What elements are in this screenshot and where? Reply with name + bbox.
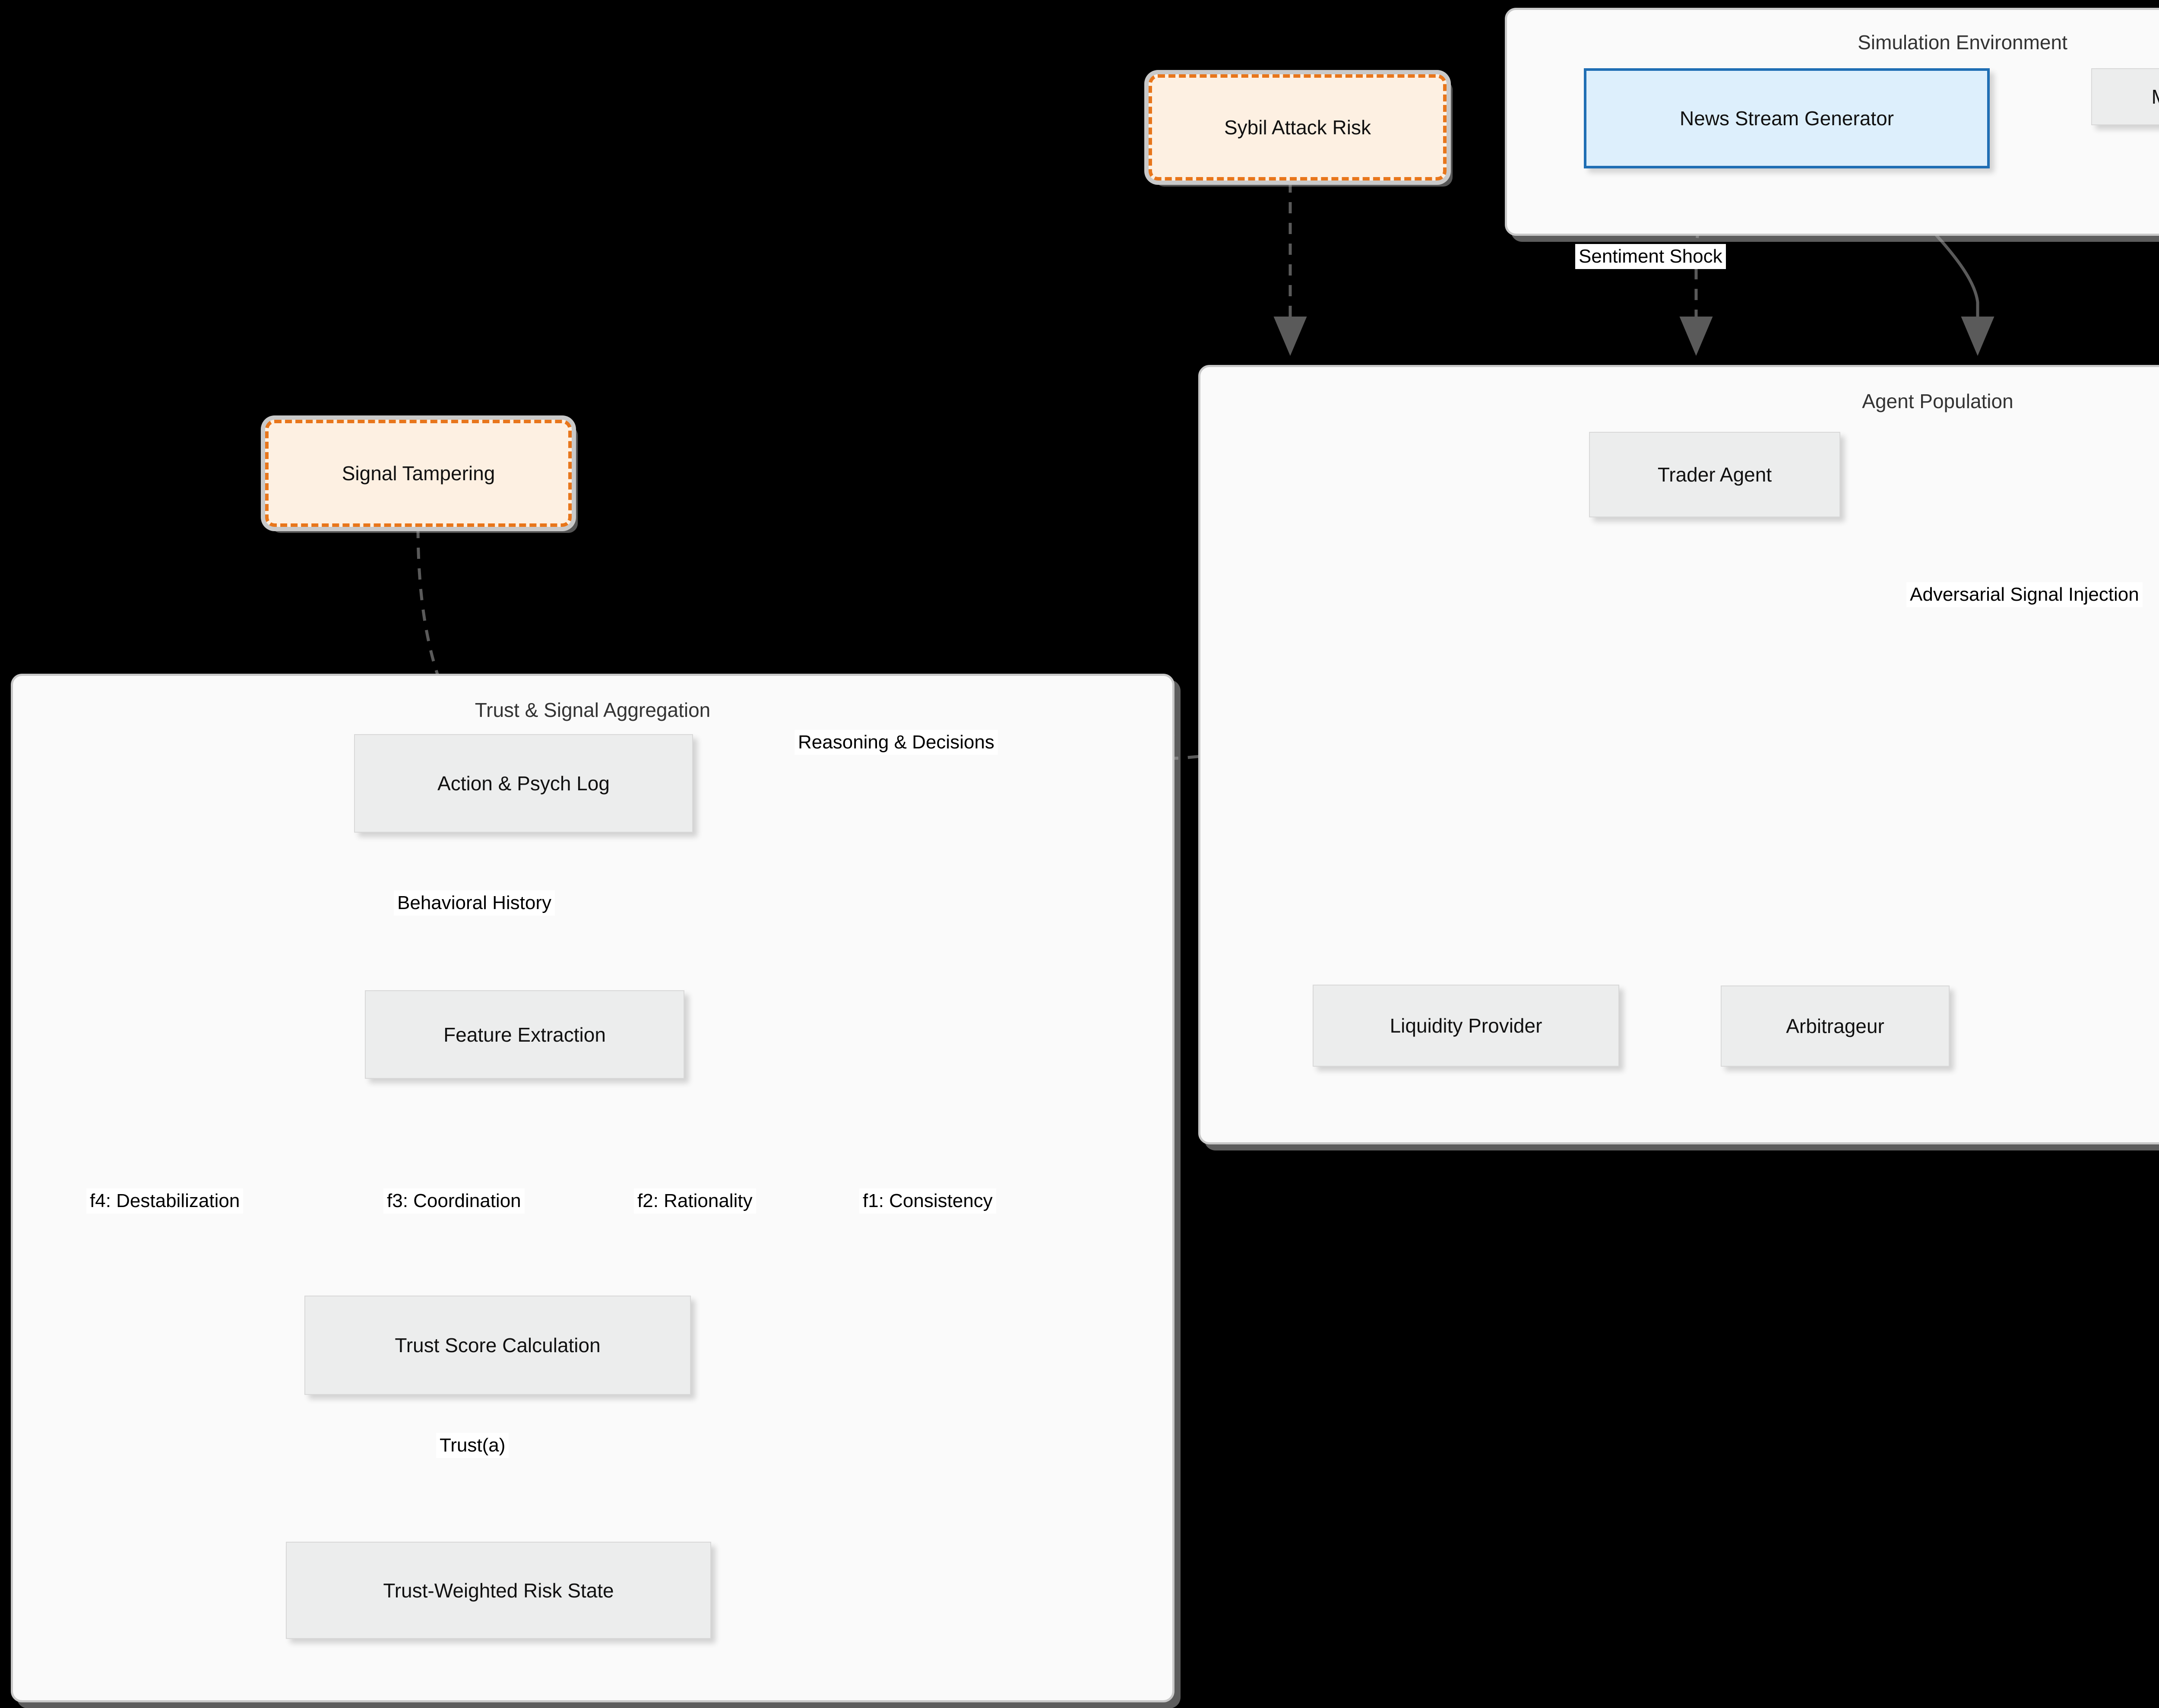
node-news-stream-generator[interactable]: News Stream Generator: [1584, 68, 1990, 168]
node-label-sybil-attack-risk: Sybil Attack Risk: [1224, 116, 1371, 139]
edge-label-f1-consistency: f1: Consistency: [859, 1188, 996, 1214]
node-market-state[interactable]: Market State: [2091, 68, 2159, 125]
node-label-liquidity-provider: Liquidity Provider: [1390, 1014, 1542, 1037]
node-label-feature-extraction: Feature Extraction: [443, 1023, 606, 1046]
node-feature-extraction[interactable]: Feature Extraction: [365, 990, 684, 1079]
node-label-trust-score-calculation: Trust Score Calculation: [395, 1334, 601, 1356]
node-signal-tampering[interactable]: Signal Tampering: [265, 420, 572, 527]
node-trust-score-calculation[interactable]: Trust Score Calculation: [304, 1296, 691, 1395]
cluster-title-simulation-environment: Simulation Environment: [1858, 31, 2067, 54]
edge-label-f3-coordination: f3: Coordination: [383, 1188, 525, 1214]
edge-label-f2-rationality: f2: Rationality: [634, 1188, 756, 1214]
edge-label-trust-a: Trust(a): [436, 1433, 509, 1458]
edge-label-behavioral-history: Behavioral History: [394, 890, 555, 916]
node-arbitrageur[interactable]: Arbitrageur: [1721, 986, 1950, 1067]
node-label-market-state: Market State: [2152, 85, 2159, 108]
cluster-title-trust-signal-aggregation: Trust & Signal Aggregation: [475, 699, 711, 721]
node-label-arbitrageur: Arbitrageur: [1786, 1015, 1884, 1037]
node-label-trust-weighted-risk-state: Trust-Weighted Risk State: [383, 1579, 614, 1602]
edge-label-f4-destabilization: f4: Destabilization: [86, 1188, 244, 1214]
node-label-action-psych-log: Action & Psych Log: [437, 772, 610, 795]
edge-label-adversarial-signal-injection: Adversarial Signal Injection: [1906, 582, 2143, 608]
edge-label-sentiment-shock: Sentiment Shock: [1575, 244, 1726, 269]
node-sybil-attack-risk[interactable]: Sybil Attack Risk: [1149, 74, 1447, 181]
node-label-signal-tampering: Signal Tampering: [342, 462, 495, 485]
node-trader-agent[interactable]: Trader Agent: [1589, 432, 1840, 517]
node-label-trader-agent: Trader Agent: [1657, 463, 1772, 486]
node-label-news-stream-generator: News Stream Generator: [1680, 107, 1894, 130]
cluster-trust-signal-aggregation: Trust & Signal Aggregation: [11, 674, 1174, 1702]
cluster-title-agent-population: Agent Population: [1862, 390, 2013, 412]
edge-label-reasoning-decisions: Reasoning & Decisions: [795, 730, 998, 755]
node-liquidity-provider[interactable]: Liquidity Provider: [1313, 985, 1619, 1067]
node-trust-weighted-risk-state[interactable]: Trust-Weighted Risk State: [286, 1542, 711, 1639]
node-action-psych-log[interactable]: Action & Psych Log: [354, 734, 693, 833]
